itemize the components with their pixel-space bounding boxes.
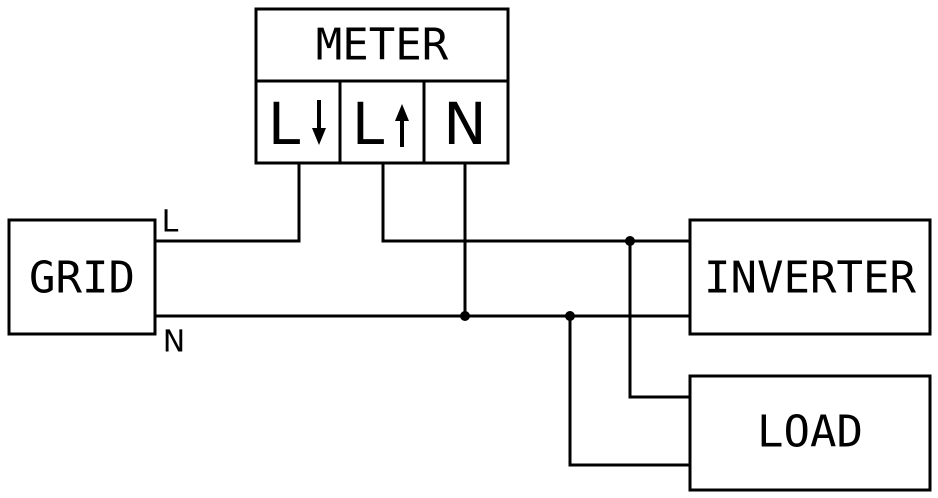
wire-l-to-load <box>628 239 692 399</box>
meter-terminal-n-label: N <box>443 90 486 158</box>
junction-dot-load-n <box>565 311 575 321</box>
load-block: LOAD <box>688 374 932 492</box>
grid-label: GRID <box>29 253 135 304</box>
meter-terminal-box-l-in <box>254 79 342 165</box>
wires <box>153 161 692 467</box>
meter-terminal-box-n <box>422 79 510 165</box>
inverter-block: INVERTER <box>688 218 932 336</box>
grid-block: GRID L N <box>7 205 185 360</box>
meter-terminal-l-out-label: L <box>352 90 384 158</box>
wire-grid-l-to-meter-l-in <box>153 161 301 243</box>
meter-terminal-l-in-label: L <box>268 90 300 158</box>
load-box <box>688 374 932 492</box>
inverter-label: INVERTER <box>704 253 916 304</box>
meter-title-box <box>254 7 510 83</box>
junctions <box>460 236 635 321</box>
grid-box <box>7 218 157 336</box>
arrow-down-icon <box>312 100 326 145</box>
meter-terminal-box-l-out <box>338 79 426 165</box>
load-label: LOAD <box>757 407 863 458</box>
wire-n-to-load <box>568 314 692 467</box>
wire-meter-l-out-to-inverter-l <box>381 161 692 243</box>
grid-neutral-label: N <box>163 325 185 360</box>
junction-dot-load-l <box>625 236 635 246</box>
meter-block: METER L L N <box>254 7 510 165</box>
inverter-box <box>688 218 932 336</box>
junction-dot-meter-n <box>460 311 470 321</box>
meter-title: METER <box>316 20 449 71</box>
arrow-up-icon <box>395 104 409 147</box>
grid-line-label: L <box>162 205 179 240</box>
